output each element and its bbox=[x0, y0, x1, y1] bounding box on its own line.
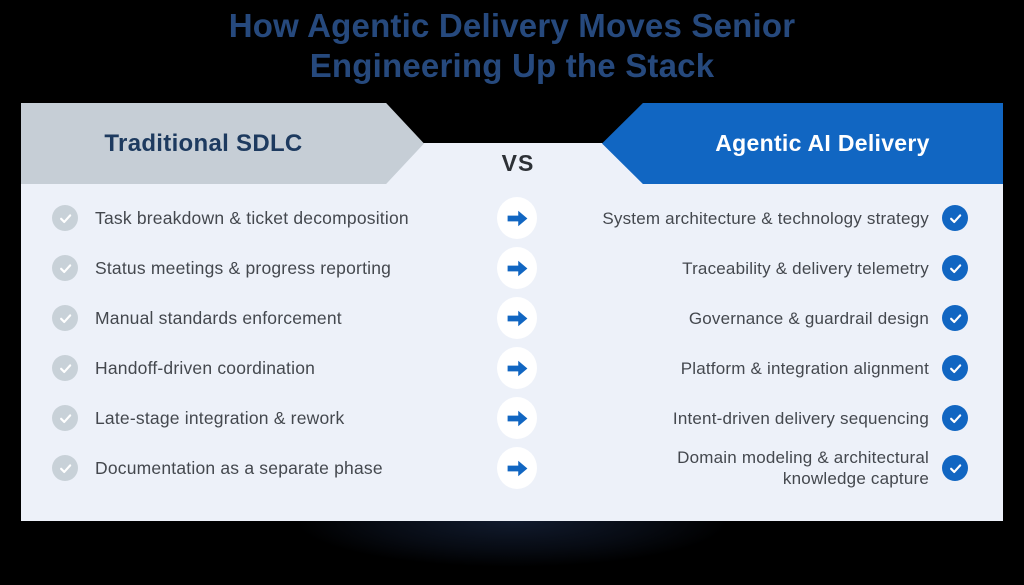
check-circle-active-icon bbox=[942, 455, 968, 481]
list-item-label: Intent-driven delivery sequencing bbox=[672, 408, 929, 428]
card-shadow bbox=[212, 521, 812, 585]
arrow-slot bbox=[497, 443, 537, 493]
check-circle-active-icon bbox=[942, 255, 968, 281]
vs-label: VS bbox=[501, 150, 535, 176]
list-item-label: Traceability & delivery telemetry bbox=[682, 258, 929, 278]
check-circle-muted-icon bbox=[52, 355, 78, 381]
transition-arrows bbox=[497, 193, 537, 493]
list-item: Manual standards enforcement bbox=[21, 293, 491, 343]
list-item: System architecture & technology strateg… bbox=[540, 193, 968, 243]
arrow-right-icon bbox=[497, 447, 537, 489]
check-circle-muted-icon bbox=[52, 205, 78, 231]
check-circle-active-icon bbox=[942, 305, 968, 331]
list-item: Traceability & delivery telemetry bbox=[540, 243, 968, 293]
check-circle-active-icon bbox=[942, 205, 968, 231]
check-circle-muted-icon bbox=[52, 255, 78, 281]
list-item: Task breakdown & ticket decomposition bbox=[21, 193, 491, 243]
left-column-header: Traditional SDLC bbox=[104, 129, 303, 157]
page-title: How Agentic Delivery Moves Senior Engine… bbox=[0, 6, 1024, 86]
arrow-right-icon bbox=[497, 397, 537, 439]
arrow-right-icon bbox=[497, 197, 537, 239]
list-item-label: Late-stage integration & rework bbox=[95, 407, 345, 428]
list-item-label: Manual standards enforcement bbox=[95, 307, 342, 328]
list-item: Platform & integration alignment bbox=[540, 343, 968, 393]
list-item: Domain modeling & architectural knowledg… bbox=[540, 443, 968, 493]
check-circle-active-icon bbox=[942, 355, 968, 381]
arrow-right-icon bbox=[497, 247, 537, 289]
left-column-list: Task breakdown & ticket decomposition St… bbox=[21, 193, 491, 493]
right-column-header: Agentic AI Delivery bbox=[715, 130, 930, 156]
list-item: Late-stage integration & rework bbox=[21, 393, 491, 443]
list-item: Status meetings & progress reporting bbox=[21, 243, 491, 293]
list-item-label: Governance & guardrail design bbox=[688, 308, 929, 328]
arrow-slot bbox=[497, 243, 537, 293]
list-item-label: Platform & integration alignment bbox=[680, 358, 929, 378]
page-title-line2: Engineering Up the Stack bbox=[309, 47, 715, 84]
check-circle-muted-icon bbox=[52, 455, 78, 481]
arrow-slot bbox=[497, 193, 537, 243]
right-column-header-banner: Agentic AI Delivery bbox=[602, 103, 1003, 184]
list-item-label: Status meetings & progress reporting bbox=[95, 257, 392, 278]
list-item-label: Task breakdown & ticket decomposition bbox=[95, 207, 409, 228]
list-item: Handoff-driven coordination bbox=[21, 343, 491, 393]
arrow-right-icon bbox=[497, 347, 537, 389]
list-item-label: System architecture & technology strateg… bbox=[602, 208, 929, 228]
list-item-label: Documentation as a separate phase bbox=[95, 457, 383, 478]
list-item: Governance & guardrail design bbox=[540, 293, 968, 343]
list-item-label: Domain modeling & architectural knowledg… bbox=[677, 448, 929, 488]
check-circle-muted-icon bbox=[52, 405, 78, 431]
arrow-right-icon bbox=[497, 297, 537, 339]
page-title-line1: How Agentic Delivery Moves Senior bbox=[228, 7, 796, 44]
list-item-label: Handoff-driven coordination bbox=[95, 357, 316, 378]
list-item: Intent-driven delivery sequencing bbox=[540, 393, 968, 443]
arrow-slot bbox=[497, 393, 537, 443]
arrow-slot bbox=[497, 293, 537, 343]
list-item: Documentation as a separate phase bbox=[21, 443, 491, 493]
arrow-slot bbox=[497, 343, 537, 393]
check-circle-active-icon bbox=[942, 405, 968, 431]
check-circle-muted-icon bbox=[52, 305, 78, 331]
right-column-list: System architecture & technology strateg… bbox=[540, 193, 968, 493]
left-column-header-banner: Traditional SDLC bbox=[21, 103, 424, 184]
